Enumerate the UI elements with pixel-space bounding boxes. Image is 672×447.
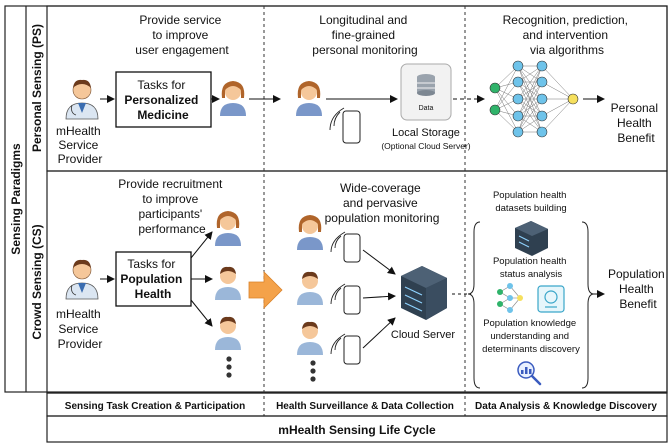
nn-node bbox=[512, 110, 524, 122]
cs-arrow-phone-server bbox=[362, 292, 396, 301]
cs-task-box bbox=[115, 251, 192, 307]
nn-node bbox=[536, 110, 548, 122]
nn-node bbox=[512, 76, 524, 88]
nn-node bbox=[536, 60, 548, 72]
cs-brain-chip-icon bbox=[537, 285, 565, 313]
nn-edge bbox=[541, 98, 574, 133]
ps-col2-caption: Longitudinal and fine-grained personal m… bbox=[312, 13, 417, 57]
cs-arrow-task-user1 bbox=[190, 231, 213, 259]
nn-edge bbox=[494, 87, 519, 117]
nn-node bbox=[536, 76, 548, 88]
cs-participant-male-icon bbox=[215, 316, 241, 350]
ps-user-icon bbox=[220, 81, 246, 116]
ps-task-box-text: Tasks for Personalized Medicine bbox=[124, 78, 201, 122]
cs-task-box-text: Tasks for Population Health bbox=[120, 257, 185, 301]
nn-edge bbox=[541, 81, 574, 100]
column-label-2: Health Surveillance & Data Collection bbox=[276, 401, 454, 412]
cs-phone-icon bbox=[343, 233, 361, 263]
column-label-3: Data Analysis & Knowledge Discovery bbox=[475, 401, 657, 412]
cs-monitored-male-icon bbox=[297, 321, 323, 355]
ps-wifi-icon bbox=[329, 107, 345, 131]
ps-col1-caption: Provide service to improve user engageme… bbox=[135, 13, 229, 57]
ps-phone-icon bbox=[342, 110, 361, 144]
cs-participant-male-icon bbox=[215, 266, 241, 300]
ps-neural-network-icon bbox=[489, 60, 579, 138]
nn-edge bbox=[494, 81, 519, 111]
cs-provider-label: mHealth Service Provider bbox=[56, 307, 104, 351]
footer-title: mHealth Sensing Life Cycle bbox=[278, 423, 436, 437]
nn-edge bbox=[494, 65, 519, 89]
cs-wifi-icon bbox=[330, 231, 346, 355]
ps-benefit-label: Personal Health Benefit bbox=[611, 101, 662, 145]
cs-row-label: Crowd Sensing (CS) bbox=[30, 224, 44, 339]
cs-participant-female-icon bbox=[215, 211, 241, 246]
ps-data-label: Data bbox=[419, 105, 434, 112]
nn-edge bbox=[517, 98, 543, 133]
cs-analysis-step-2: Population health status analysis bbox=[493, 256, 569, 280]
nn-edge bbox=[517, 65, 543, 133]
cs-col2-caption: Wide-coverage and pervasive population m… bbox=[325, 181, 440, 225]
paradigms-title: Sensing Paradigms bbox=[9, 143, 23, 255]
nn-edge bbox=[541, 65, 574, 100]
cs-server-label: Cloud Server bbox=[391, 329, 456, 341]
ps-storage-icon bbox=[400, 63, 452, 121]
nn-edge bbox=[517, 65, 543, 100]
cs-arrow-task-user3 bbox=[190, 299, 213, 327]
cs-doctor-icon bbox=[65, 259, 99, 300]
cs-arrow-phone-server bbox=[362, 249, 396, 275]
cs-ellipsis-icon bbox=[310, 360, 316, 382]
footer-frame bbox=[46, 415, 668, 443]
cs-network-mini-icon bbox=[497, 283, 523, 313]
cs-phone-icon bbox=[343, 335, 361, 365]
cs-dataset-server-icon bbox=[515, 221, 548, 256]
cs-right-brace bbox=[581, 221, 595, 389]
ps-col3-caption: Recognition, prediction, and interventio… bbox=[503, 13, 632, 57]
column-label-1: Sensing Task Creation & Participation bbox=[65, 401, 245, 412]
cs-col1-caption: Provide recruitment to improve participa… bbox=[118, 177, 225, 236]
ps-storage-sublabel: (Optional Cloud Server) bbox=[381, 141, 470, 151]
cs-transition-arrow-icon bbox=[248, 271, 283, 309]
nn-edge bbox=[494, 109, 519, 133]
nn-edge bbox=[494, 65, 519, 111]
ps-doctor-icon bbox=[65, 79, 99, 120]
nn-edge bbox=[541, 98, 574, 117]
nn-edge bbox=[517, 65, 543, 117]
cs-ellipsis-icon bbox=[226, 356, 232, 378]
cs-cloud-server-icon bbox=[401, 266, 447, 320]
nn-edge bbox=[517, 81, 543, 133]
nn-node bbox=[536, 93, 548, 105]
nn-node bbox=[489, 82, 501, 94]
cs-magnifier-chart-icon bbox=[517, 361, 542, 386]
nn-edge bbox=[494, 87, 519, 133]
ps-provider-label: mHealth Service Provider bbox=[56, 124, 104, 166]
nn-node bbox=[512, 126, 524, 138]
cs-monitored-male-icon bbox=[297, 271, 323, 305]
ps-monitored-user-icon bbox=[296, 81, 322, 116]
cs-left-brace bbox=[467, 221, 481, 389]
cs-analysis-step-1: Population health datasets building bbox=[493, 190, 569, 214]
ps-storage-label: Local Storage bbox=[392, 127, 460, 139]
nn-node bbox=[489, 104, 501, 116]
ps-row-label: Personal Sensing (PS) bbox=[30, 24, 44, 152]
nn-node bbox=[512, 60, 524, 72]
nn-node bbox=[536, 126, 548, 138]
cs-benefit-label: Population Health Benefit bbox=[608, 267, 668, 311]
nn-node bbox=[567, 93, 579, 105]
cs-monitored-female-icon bbox=[297, 215, 323, 250]
cs-phone-icon bbox=[343, 285, 361, 315]
cs-analysis-step-3: Population knowledge understanding and d… bbox=[482, 318, 580, 355]
cs-arrow-phone-server bbox=[362, 317, 396, 349]
nn-node bbox=[512, 93, 524, 105]
